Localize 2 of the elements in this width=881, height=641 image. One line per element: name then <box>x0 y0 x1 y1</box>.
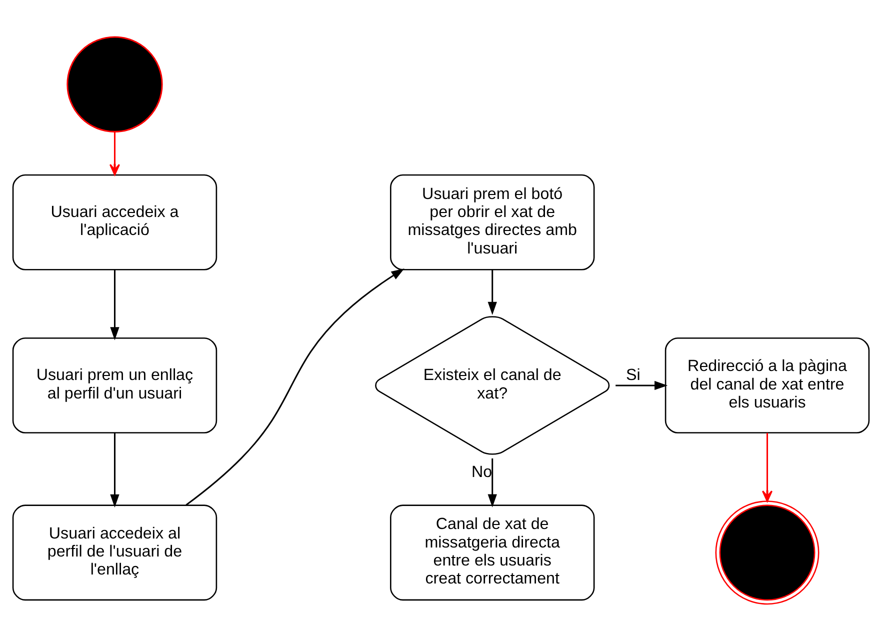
edge-label: Si <box>625 366 640 384</box>
edge-label: No <box>470 462 492 481</box>
